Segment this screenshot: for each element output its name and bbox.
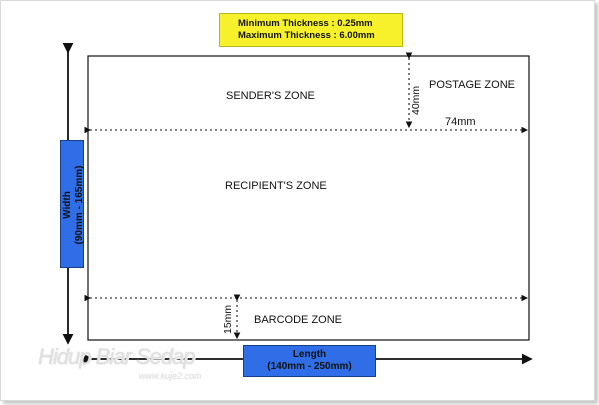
width-title: Width [62,191,73,219]
postage-height-label: 40mm [410,85,422,115]
width-range-box: Width (90mm - 165mm) [60,140,86,269]
minimum-thickness-text: Minimum Thickness : 0.25mm [238,18,373,29]
length-range-value: (140mm - 250mm) [267,361,352,372]
maximum-thickness-text: Maximum Thickness : 6.00mm [238,30,375,41]
envelope-outline [87,55,530,341]
thickness-spec-box: Minimum Thickness : 0.25mm Maximum Thick… [219,13,403,47]
length-title: Length [292,349,327,360]
barcode-height-label: 15mm [222,304,234,334]
postage-width-label: 74mm [445,116,476,128]
postage-zone-label: POSTAGE ZONE [429,79,515,91]
length-range-box: Length (140mm - 250mm) [243,345,376,377]
width-range-value: (90mm - 165mm) [74,165,85,245]
senders-zone-label: SENDER'S ZONE [226,90,315,102]
recipients-zone-label: RECIPIENT'S ZONE [225,180,327,192]
barcode-zone-label: BARCODE ZONE [254,314,343,326]
width-range-text: Width (90mm - 165mm) [62,141,86,269]
